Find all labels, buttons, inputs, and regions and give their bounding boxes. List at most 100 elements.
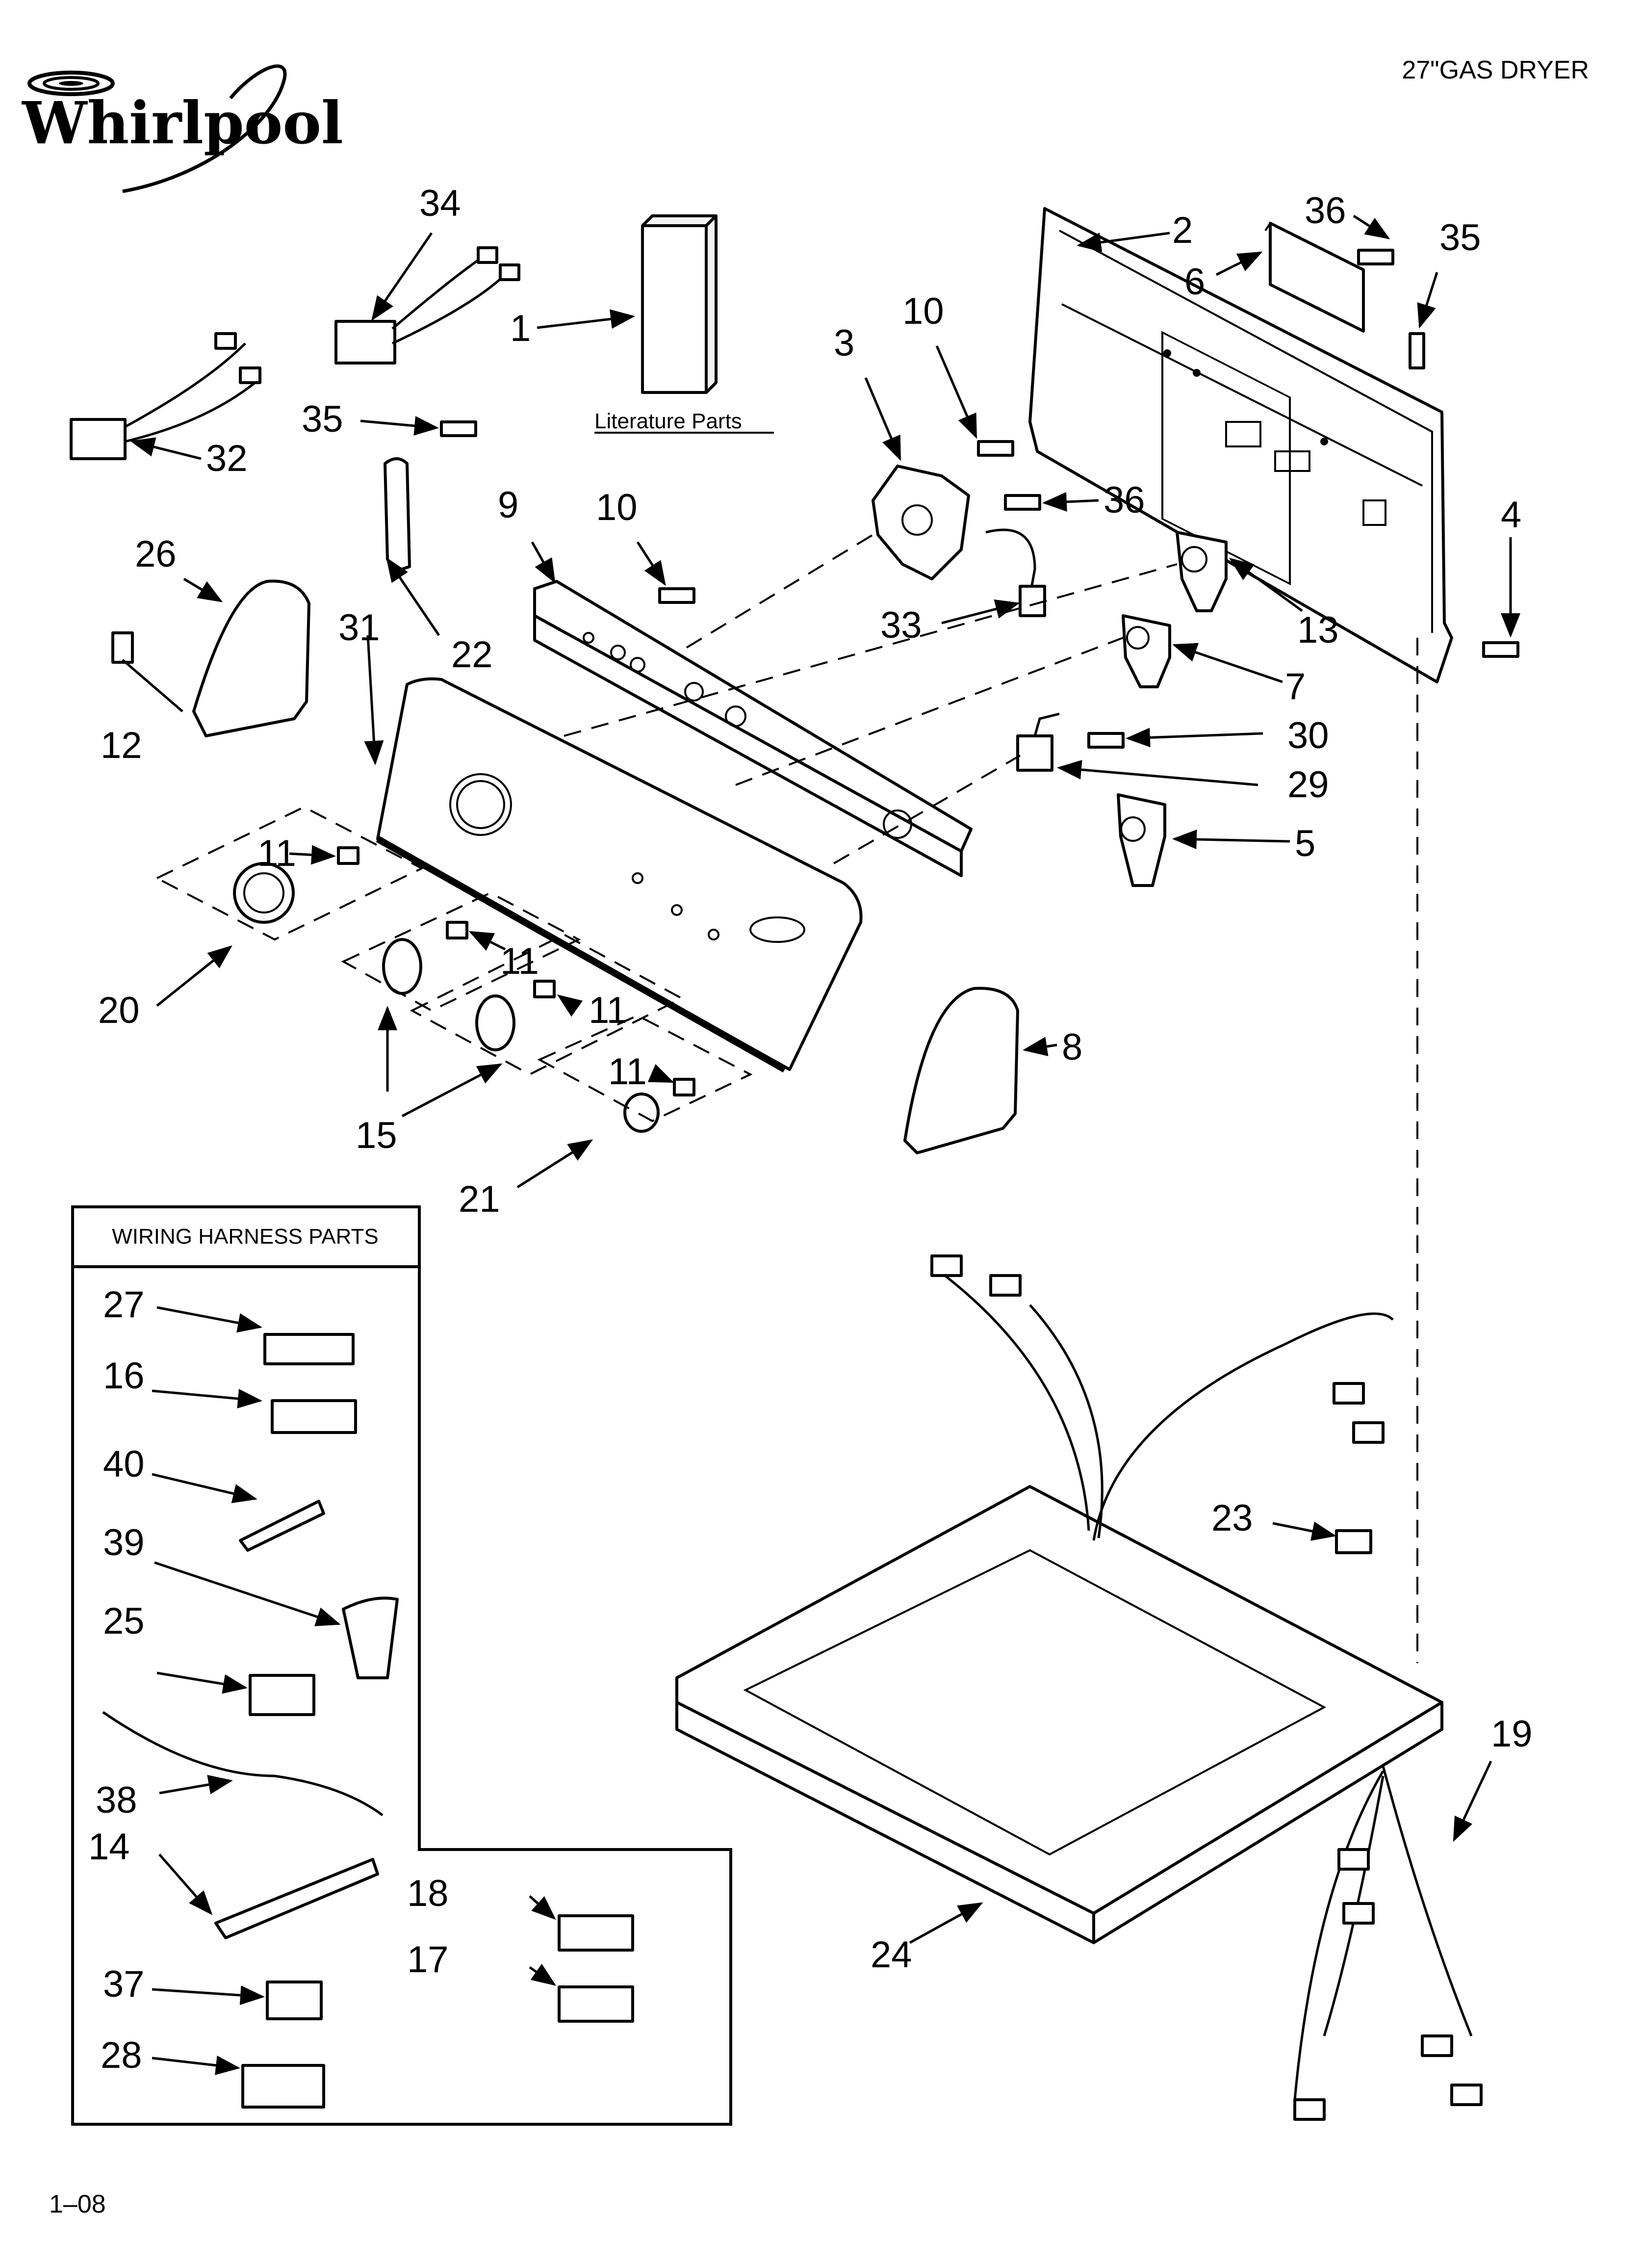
part-25 [249,1674,315,1716]
page-title: 27"GAS DRYER [1402,56,1589,84]
screw-12 [111,631,134,664]
end-cap-right [903,987,1019,1154]
logo-text: Whirlpool [21,89,343,157]
switch-13 [1176,531,1228,612]
callout-8: 8 [1062,1026,1082,1068]
callout-22: 22 [451,634,493,676]
callout-12: 12 [101,725,142,766]
callout-10a: 10 [902,290,944,332]
callout-39: 39 [103,1522,145,1564]
callout-20: 20 [98,990,140,1031]
callout-21: 21 [459,1178,500,1220]
ground-strap [384,457,411,573]
screw-30 [1087,732,1125,749]
wire-connector-33 [1019,585,1046,617]
callout-38: 38 [96,1779,137,1821]
leader-lines [122,214,1520,2075]
timer [872,465,970,580]
top-panel [675,1485,1443,1944]
callout-31: 31 [338,607,380,649]
screw-35-left [440,420,477,437]
callout-16: 16 [103,1355,145,1397]
part-16 [271,1399,357,1434]
callout-18: 18 [407,1873,449,1914]
callout-3: 3 [834,322,854,364]
callout-29: 29 [1287,764,1329,806]
callout-25: 25 [103,1600,145,1642]
screw-10-b [658,587,695,604]
part-18 [558,1914,634,1952]
wiring-box-title: WIRING HARNESS PARTS [112,1225,379,1249]
screw-36-mid [1004,494,1041,511]
callout-6: 6 [1184,261,1205,303]
part-38 [102,1711,384,1817]
literature-book [641,214,718,394]
part-37 [266,1981,323,2020]
knob-21 [623,1093,660,1133]
rear-control-panel [1028,207,1453,683]
callout-37: 37 [103,1963,145,2005]
callout-2: 2 [1172,209,1193,251]
callout-17: 17 [407,1939,449,1981]
end-cap-left [192,579,310,737]
control-board [1264,222,1365,333]
callout-36a: 36 [1305,190,1346,232]
callout-23: 23 [1211,1497,1253,1539]
knob-15b [475,994,515,1051]
literature-label: Literature Parts [594,409,742,433]
callout-5: 5 [1295,823,1315,864]
callout-33: 33 [880,604,922,646]
harness-32 [70,332,261,460]
callout-11b: 11 [500,940,539,982]
part-14 [214,1858,379,1939]
screw-36-top [1357,249,1394,265]
clip-11d [673,1078,695,1096]
callout-11a: 11 [257,833,296,874]
knob-20 [233,862,295,924]
whirlpool-logo: Whirlpool [21,64,343,193]
callout-7: 7 [1285,666,1306,707]
callout-10b: 10 [596,487,638,528]
callout-9: 9 [498,484,518,526]
console-bracket [533,580,973,877]
part-27 [263,1333,355,1365]
page-number: 1–08 [49,2190,106,2218]
callout-27: 27 [103,1284,145,1326]
part-40 [239,1500,325,1552]
part-28 [241,2064,325,2109]
callout-11d: 11 [608,1051,647,1093]
main-harness [930,1254,1483,2121]
clip-23 [1335,1529,1372,1554]
clip-11a [337,846,359,865]
clip-11c [533,980,556,998]
part-39 [342,1596,399,1679]
screw-10-a [977,440,1014,457]
callout-34: 34 [419,182,461,224]
switch-7 [1122,614,1171,688]
callout-14: 14 [88,1826,130,1868]
knob-15a [382,938,422,995]
clip-11b [446,921,468,939]
callout-36b: 36 [1103,479,1145,521]
callout-11c: 11 [589,990,627,1031]
switch-29 [1016,712,1060,772]
console [376,677,863,1073]
harness-34 [334,246,520,365]
callout-35b: 35 [1439,217,1481,259]
callout-40: 40 [103,1443,145,1485]
callout-32: 32 [206,438,248,479]
callout-26: 26 [135,533,177,575]
part-17 [558,1985,634,2023]
callout-4: 4 [1501,494,1521,536]
switch-5 [1117,793,1166,887]
callout-28: 28 [101,2034,142,2076]
screw-35-top [1409,332,1425,369]
callout-1: 1 [510,308,531,349]
callout-35a: 35 [302,398,343,440]
callout-13: 13 [1297,609,1339,651]
screw-4 [1482,641,1519,658]
callout-15: 15 [356,1115,397,1156]
callout-labels: 1 2 3 4 5 6 7 8 9 10 10 11 11 11 11 12 1… [88,182,1533,2076]
callout-19: 19 [1491,1713,1533,1755]
